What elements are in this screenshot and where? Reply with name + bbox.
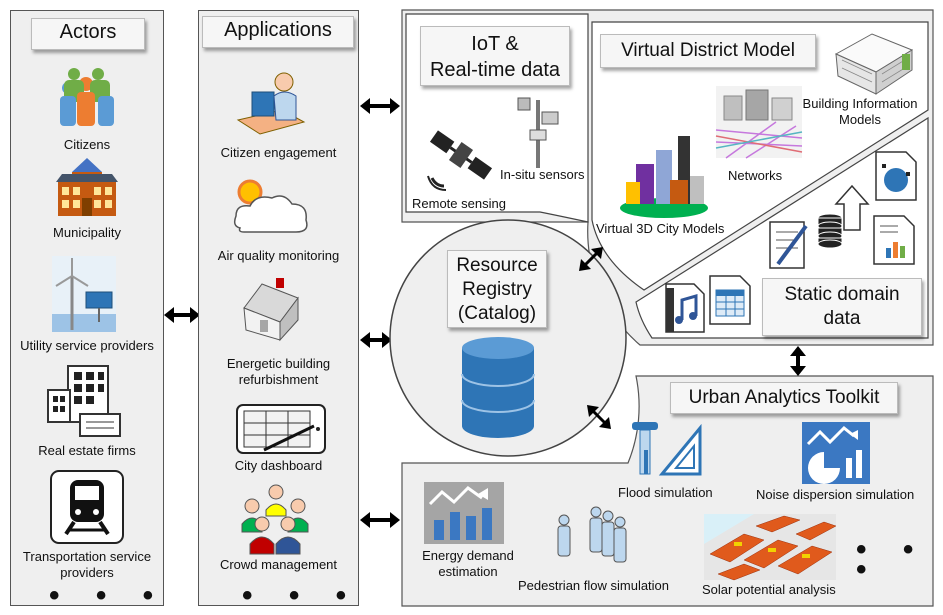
networks-label: Networks [728,168,783,183]
networks-icon [715,86,803,159]
static-data-title: Static domain data [762,278,922,336]
app-city-dashboard-label: City dashboard [234,458,323,473]
applications-more-dots: • • • [242,579,361,612]
actors-title: Actors [31,18,145,50]
pedestrian-flow-label: Pedestrian flow simulation [518,578,670,593]
arrow-applications-toolkit [360,512,400,528]
document-pen-icon [769,221,808,269]
city-dashboard-icon [236,404,326,454]
flood-simulation-label: Flood simulation [618,485,713,500]
crowd-management-icon [241,484,309,555]
actor-citizens-label: Citizens [63,137,111,152]
app-citizen-engagement-label: Citizen engagement [220,145,337,160]
actor-municipality-label: Municipality [53,225,121,240]
registry-title-line3: (Catalog) [457,303,537,324]
registry-title-line2: Registry [462,279,532,300]
solar-potential-icon [704,514,837,581]
municipality-icon [56,158,118,216]
air-quality-icon [233,179,308,233]
remote-sensing-label: Remote sensing [412,196,506,211]
noise-dispersion-icon [802,422,870,484]
solar-potential-label: Solar potential analysis [702,582,836,597]
static-data-title-line2: data [823,308,861,329]
real-estate-icon [47,365,121,437]
city-models-icon [620,136,708,218]
actor-transportation-label: Transportation service providers [22,549,152,580]
flood-simulation-icon [632,422,702,476]
in-situ-sensor-icon [517,97,559,168]
registry-title-line1: Resource [456,255,538,276]
citizen-engagement-icon [236,72,306,135]
actor-utility-label: Utility service providers [20,338,154,353]
report-chart-icon [873,215,915,265]
iot-title-line1: IoT & [471,33,519,55]
in-situ-sensors-label: In-situ sensors [500,167,585,182]
iot-title-line2: Real-time data [429,59,561,81]
media-file-icon [665,283,705,333]
noise-dispersion-label: Noise dispersion simulation [756,487,915,502]
citizens-icon [60,68,114,126]
app-air-quality-label: Air quality monitoring [217,248,340,263]
database-icon [461,337,535,438]
pedestrian-flow-icon [557,506,627,563]
bim-label: Building Information Models [802,96,918,127]
database-growth-icon [817,184,870,249]
arrow-registry-iot [579,247,603,271]
toolkit-more-dots: • • • [856,533,928,586]
vector-graphic-icon [875,151,917,201]
iot-title: IoT & Real-time data [420,26,570,86]
app-crowd-management-label: Crowd management [219,557,338,572]
bim-model-icon [834,33,914,95]
arrow-actors-applications [164,307,200,323]
arrow-registry-toolkit [587,405,611,429]
actor-real-estate-label: Real estate firms [38,443,136,458]
spreadsheet-icon [709,275,751,325]
satellite-icon [427,130,493,191]
toolkit-title: Urban Analytics Toolkit [670,382,898,414]
district-title: Virtual District Model [600,34,816,68]
applications-title: Applications [202,16,354,48]
energy-demand-label: Energy demand estimation [422,548,514,579]
arrow-applications-iot [360,98,400,114]
arrow-applications-registry [360,332,392,348]
energy-demand-icon [424,482,504,544]
city-models-label: Virtual 3D City Models [596,221,725,236]
wind-solar-icon [52,256,116,332]
static-data-title-line1: Static domain [784,284,900,305]
app-building-refurbishment-label: Energetic building refurbishment [226,356,331,387]
registry-title: Resource Registry (Catalog) [447,250,547,328]
actors-more-dots: • • • [49,579,168,612]
building-refurbishment-icon [243,278,299,342]
arrow-static-toolkit [790,346,806,376]
train-icon [50,470,124,544]
